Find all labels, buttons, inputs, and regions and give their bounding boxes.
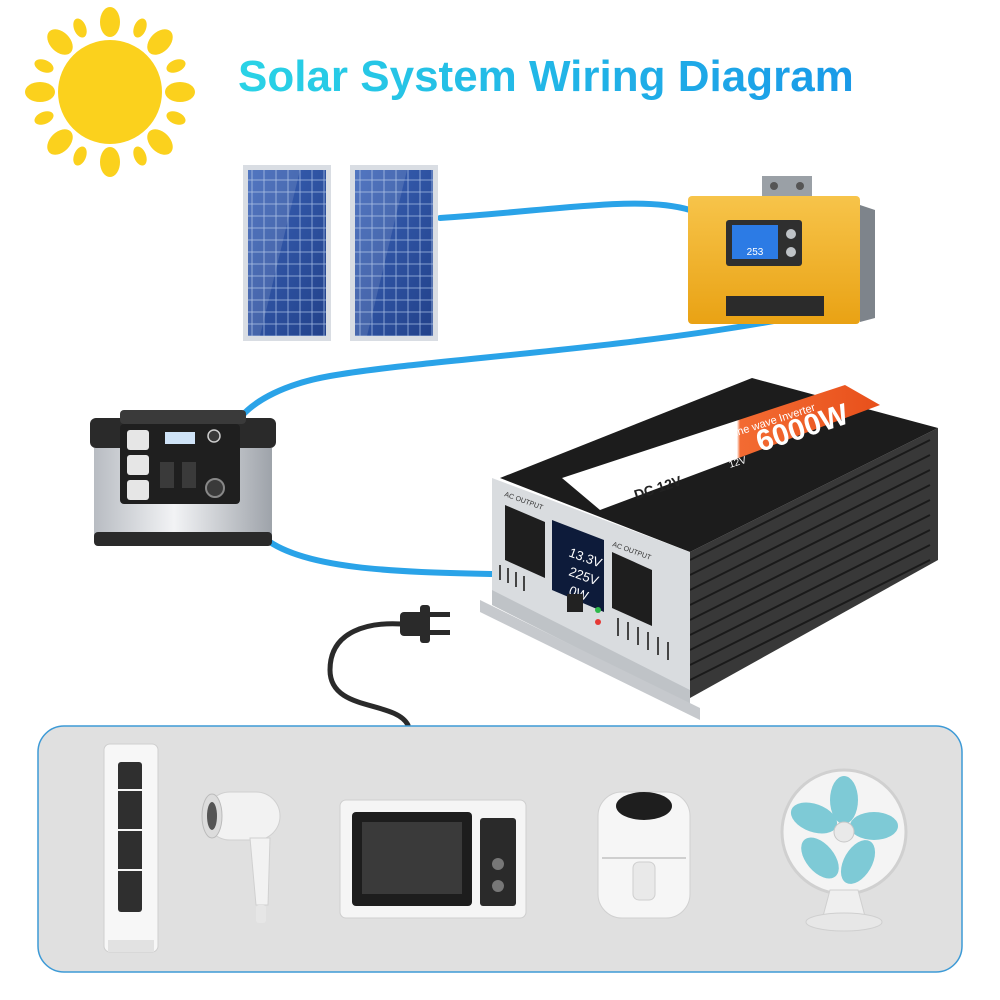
charge-controller: 253 [688, 176, 875, 324]
wires [237, 200, 793, 577]
microwave-icon [339, 799, 527, 919]
solar-panel [350, 165, 438, 341]
inverter-voltage: 12V [728, 455, 749, 471]
solar-panel [243, 165, 331, 341]
fan-icon [780, 768, 908, 932]
air-conditioner-icon [103, 743, 159, 953]
inverter: 6000W Pure sine wave Inverter 12V DC 12V… [480, 378, 938, 746]
controller-display: 253 [747, 247, 764, 258]
sun-icon [25, 7, 195, 177]
hair-dryer-icon [201, 791, 281, 923]
diagram-title: Solar System Wiring Diagram [238, 52, 958, 112]
plug-icon [327, 605, 450, 728]
power-station [90, 410, 276, 546]
air-fryer-icon [597, 791, 691, 919]
